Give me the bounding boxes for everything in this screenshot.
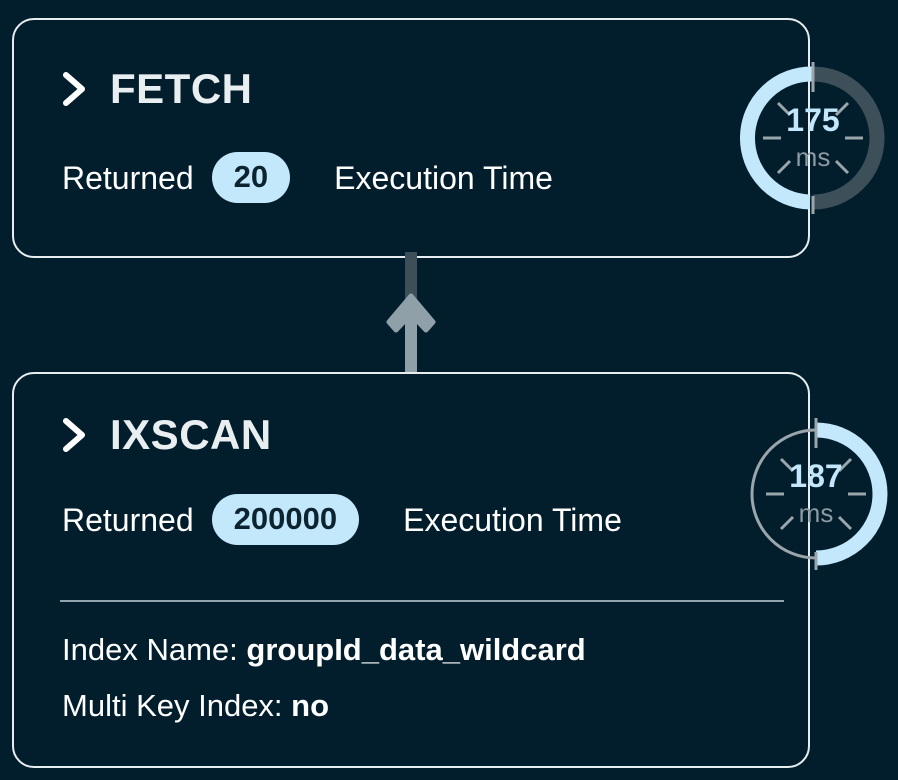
node-title-fetch: FETCH — [110, 65, 253, 112]
plan-node-fetch[interactable]: FETCH Returned 20 Execution Time — [12, 18, 810, 258]
chevron-right-icon[interactable] — [62, 418, 88, 452]
node-stats-ixscan: Returned 200000 Execution Time — [14, 494, 808, 545]
chevron-right-icon[interactable] — [62, 72, 88, 106]
gauge-dial-ixscan — [750, 418, 888, 570]
gauge-unit-ixscan: ms — [798, 498, 834, 528]
returned-count-badge-ixscan: 200000 — [211, 494, 360, 545]
returned-label-ixscan: Returned — [62, 501, 194, 538]
detail-index-name-label: Index Name: — [62, 632, 238, 667]
gauge-unit-fetch: ms — [795, 142, 831, 172]
execution-time-gauge-fetch: 175 ms — [737, 62, 889, 214]
node-stats-fetch: Returned 20 Execution Time — [14, 152, 808, 203]
detail-index-name-value: groupId_data_wildcard — [246, 632, 586, 667]
node-details-ixscan: Index Name: groupId_data_wildcard Multi … — [62, 622, 586, 734]
gauge-value-fetch: 175 — [786, 102, 840, 138]
gauge-ticks-fetch — [763, 62, 863, 214]
detail-multi-key-label: Multi Key Index: — [62, 688, 283, 723]
execution-time-label-ixscan: Execution Time — [403, 501, 622, 538]
returned-count-badge-fetch: 20 — [211, 152, 291, 203]
connector-arrow-ixscan-to-fetch — [386, 252, 436, 374]
node-header-fetch[interactable]: FETCH — [14, 20, 808, 110]
gauge-dial-fetch — [740, 62, 885, 214]
gauge-value-ixscan: 187 — [789, 458, 843, 494]
detail-multi-key-value: no — [291, 688, 330, 723]
detail-multi-key-index: Multi Key Index: no — [62, 678, 586, 734]
node-title-ixscan: IXSCAN — [110, 411, 272, 458]
node-divider — [60, 600, 784, 602]
detail-index-name: Index Name: groupId_data_wildcard — [62, 622, 586, 678]
node-header-ixscan[interactable]: IXSCAN — [14, 374, 808, 456]
execution-time-gauge-ixscan: 187 ms — [740, 418, 892, 570]
gauge-ticks-ixscan — [766, 418, 866, 570]
execution-time-label-fetch: Execution Time — [334, 159, 553, 196]
returned-label-fetch: Returned — [62, 159, 194, 196]
plan-node-ixscan[interactable]: IXSCAN Returned 200000 Execution Time In… — [12, 372, 810, 768]
